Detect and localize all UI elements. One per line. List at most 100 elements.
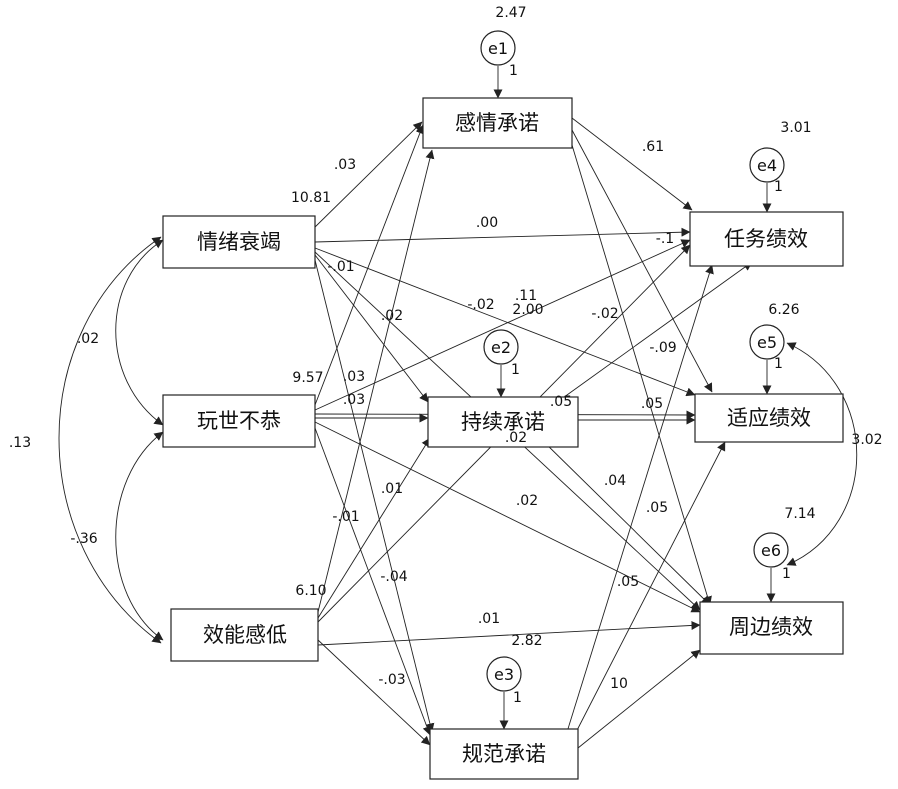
coef-label: .05 — [641, 396, 663, 412]
variance-xiaoneng: 6.10 — [295, 583, 326, 599]
path-qingxu-guifan — [314, 259, 435, 733]
box-zhoubian: 周边绩效 — [699, 601, 844, 655]
variance-qingxu: 10.81 — [291, 190, 331, 206]
coef-label: .11 — [515, 288, 537, 304]
coef-label: -.03 — [378, 672, 405, 688]
box-wanshi: 玩世不恭 — [162, 394, 316, 448]
path-chixu-renwu — [559, 261, 753, 401]
error-e1: e1 — [480, 30, 516, 66]
box-xiaoneng-label: 效能感低 — [203, 623, 287, 647]
coef-label: -.36 — [70, 531, 97, 547]
box-wanshi-label: 玩世不恭 — [197, 409, 281, 433]
coef-label: 3.02 — [851, 432, 882, 448]
coef-label: .13 — [9, 435, 31, 451]
coef-label: .02 — [381, 308, 403, 324]
path-wanshi-guifan — [314, 427, 432, 736]
path-chixu-zhoubian — [539, 437, 711, 606]
coef-label: .01 — [381, 481, 403, 497]
weight-e2: 1 — [511, 362, 520, 378]
path-ganqing-shiying — [571, 129, 713, 393]
coef-label: .03 — [343, 392, 365, 408]
coef-label: .02 — [77, 331, 99, 347]
path-wanshi-ganqing — [314, 124, 425, 406]
weight-e1: 1 — [509, 63, 518, 79]
path-xiaoneng-guifan — [317, 639, 431, 746]
path-qingxu-renwu — [314, 227, 691, 243]
path-xiaoneng-chixu — [317, 437, 431, 619]
box-shiying: 适应绩效 — [694, 393, 844, 443]
weight-e3: 1 — [513, 690, 522, 706]
box-chixu: 持续承诺 — [427, 396, 579, 448]
error-e4-label: e4 — [757, 156, 777, 175]
box-guifan: 规范承诺 — [429, 728, 579, 780]
coef-label: -.1 — [656, 231, 674, 247]
coef-label: .05 — [646, 500, 668, 516]
coef-label: .05 — [617, 574, 639, 590]
box-chixu-label: 持续承诺 — [461, 410, 545, 434]
path-wanshi-renwu — [314, 239, 691, 411]
error-e4: e4 — [749, 147, 785, 183]
variance-chixu: 2.00 — [512, 302, 543, 318]
cov-wanshi-xiaoneng — [115, 431, 164, 641]
error-e5-label: e5 — [757, 333, 777, 352]
variance-zhoubian: 2.82 — [511, 633, 542, 649]
box-ganqing-label: 感情承诺 — [455, 111, 539, 135]
coef-label: -.09 — [649, 340, 676, 356]
path-xiaoneng-zhoubian — [317, 620, 701, 646]
path-guifan-shiying — [571, 441, 726, 741]
variance-e6: 7.14 — [784, 506, 815, 522]
coef-label: .01 — [478, 611, 500, 627]
coef-label: 10 — [610, 676, 628, 692]
box-qingxu: 情绪衰竭 — [162, 215, 316, 269]
error-e3: e3 — [486, 656, 522, 692]
path-wanshi-zhoubian — [314, 421, 701, 613]
variance-e5: 6.26 — [768, 302, 799, 318]
box-ganqing: 感情承诺 — [422, 97, 573, 149]
box-renwu: 任务绩效 — [689, 211, 844, 267]
path-ganqing-zhoubian — [571, 144, 712, 606]
box-renwu-label: 任务绩效 — [724, 227, 808, 251]
coef-label: .61 — [642, 139, 664, 155]
variance-e1: 2.47 — [495, 5, 526, 21]
coef-label: .05 — [550, 394, 572, 410]
variance-e4: 3.01 — [780, 120, 811, 136]
weight-e5: 1 — [774, 356, 783, 372]
path-qingxu-chixu — [314, 254, 429, 403]
error-e3-label: e3 — [494, 665, 514, 684]
cov-e5-e6 — [786, 342, 858, 566]
cov-qingxu-xiaoneng — [58, 236, 162, 644]
error-e2-label: e2 — [491, 338, 511, 357]
box-xiaoneng: 效能感低 — [170, 608, 319, 662]
path-ganqing-renwu — [571, 117, 693, 211]
box-qingxu-label: 情绪衰竭 — [197, 230, 281, 254]
coef-label: -.01 — [327, 259, 354, 275]
coef-label: -.02 — [467, 297, 494, 313]
error-e2: e2 — [483, 329, 519, 365]
weight-e4: 1 — [774, 179, 783, 195]
path-guifan-zhoubian — [577, 649, 701, 749]
path-qingxu-ganqing — [311, 121, 423, 231]
box-shiying-label: 适应绩效 — [727, 406, 811, 430]
cov-qingxu-wanshi — [115, 239, 164, 426]
coef-label: .02 — [505, 430, 527, 446]
error-e1-label: e1 — [488, 39, 508, 58]
path-xiaoneng-ganqing — [317, 149, 435, 613]
error-e6-label: e6 — [761, 541, 781, 560]
coef-label: .03 — [343, 369, 365, 385]
coef-label: -.01 — [332, 509, 359, 525]
coef-label: .04 — [604, 473, 626, 489]
coef-label: .03 — [334, 157, 356, 173]
coef-label: -.04 — [380, 569, 407, 585]
weight-e6: 1 — [782, 566, 791, 582]
path-qingxu-shiying — [314, 247, 696, 397]
error-e5: e5 — [749, 324, 785, 360]
error-e6: e6 — [753, 532, 789, 568]
coef-label: -.02 — [591, 306, 618, 322]
box-zhoubian-label: 周边绩效 — [729, 615, 813, 639]
coef-label: .00 — [476, 215, 498, 231]
variance-wanshi: 9.57 — [292, 370, 323, 386]
box-guifan-label: 规范承诺 — [462, 742, 546, 766]
coef-label: .02 — [516, 493, 538, 509]
path-guifan-renwu — [566, 264, 714, 733]
